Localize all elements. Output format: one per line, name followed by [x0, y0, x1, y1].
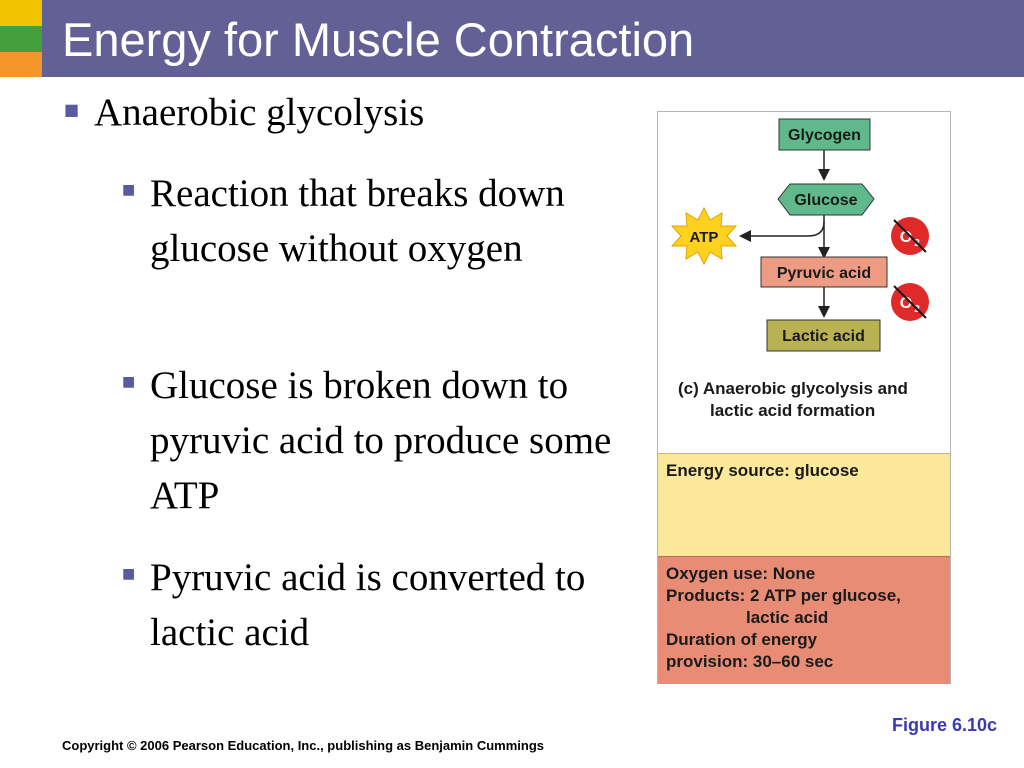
lactic-acid-box [766, 319, 881, 352]
accent-stripe-yellow [0, 0, 42, 26]
no-oxygen-icon: O 2 [891, 217, 929, 255]
bullet-square-icon: ■ [122, 182, 136, 198]
svg-text:O: O [900, 295, 912, 312]
glycolysis-figure: Glycogen Glucose ATP Pyruvic acid Lactic… [657, 111, 951, 684]
sub-bullet-1: Reaction that breaks down glucose withou… [150, 172, 565, 270]
caption-line-2: lactic acid formation [710, 401, 876, 420]
caption-letter: (c) [678, 379, 699, 398]
accent-stripe-orange [0, 52, 42, 77]
figure-number: Figure 6.10c [891, 715, 997, 735]
title-bar [42, 0, 1024, 77]
copyright-text: Copyright © 2006 Pearson Education, Inc.… [62, 738, 544, 753]
pyruvic-acid-label: Pyruvic acid [777, 265, 871, 282]
sub-bullet-2: Glucose is broken down to pyruvic acid t… [150, 364, 612, 517]
atp-starburst-icon [670, 206, 738, 266]
bullet-square-icon: ■ [64, 100, 80, 119]
energy-source-text: Energy source: glucose [666, 461, 859, 480]
glucose-label: Glucose [794, 192, 857, 209]
products-text-cont: lactic acid [746, 608, 829, 627]
atp-label: ATP [690, 229, 719, 246]
sub-bullet-3: Pyruvic acid is converted to lactic acid [150, 556, 586, 654]
glycogen-label: Glycogen [788, 127, 861, 144]
glucose-hexagon [777, 183, 875, 216]
arrow-to-atp [739, 221, 825, 242]
slide-title: Energy for Muscle Contraction [62, 13, 695, 66]
caption-line-1: Anaerobic glycolysis and [702, 379, 908, 398]
energy-source-panel: Energy source: glucose [658, 453, 950, 557]
duration-text: Duration of energy [666, 630, 818, 649]
bullet-square-icon: ■ [122, 566, 136, 582]
pyruvic-acid-box [760, 256, 888, 288]
main-bullet-text: Anaerobic glycolysis [94, 91, 425, 134]
oxygen-info-panel: Oxygen use: None Products: 2 ATP per glu… [658, 556, 950, 684]
accent-stripe-green [0, 26, 42, 52]
products-text: Products: 2 ATP per glucose, [666, 586, 901, 605]
no-oxygen-icon: O 2 [891, 283, 929, 321]
oxygen-use-text: Oxygen use: None [666, 564, 816, 583]
figure-caption: (c) Anaerobic glycolysis and lactic acid… [678, 378, 908, 422]
bullet-square-icon: ■ [122, 374, 136, 390]
glycogen-box [778, 118, 871, 151]
glycolysis-diagram: Glycogen Glucose ATP Pyruvic acid Lactic… [670, 118, 929, 352]
duration-value-text: provision: 30–60 sec [666, 652, 834, 671]
lactic-acid-label: Lactic acid [782, 328, 865, 345]
svg-text:O: O [900, 229, 912, 246]
